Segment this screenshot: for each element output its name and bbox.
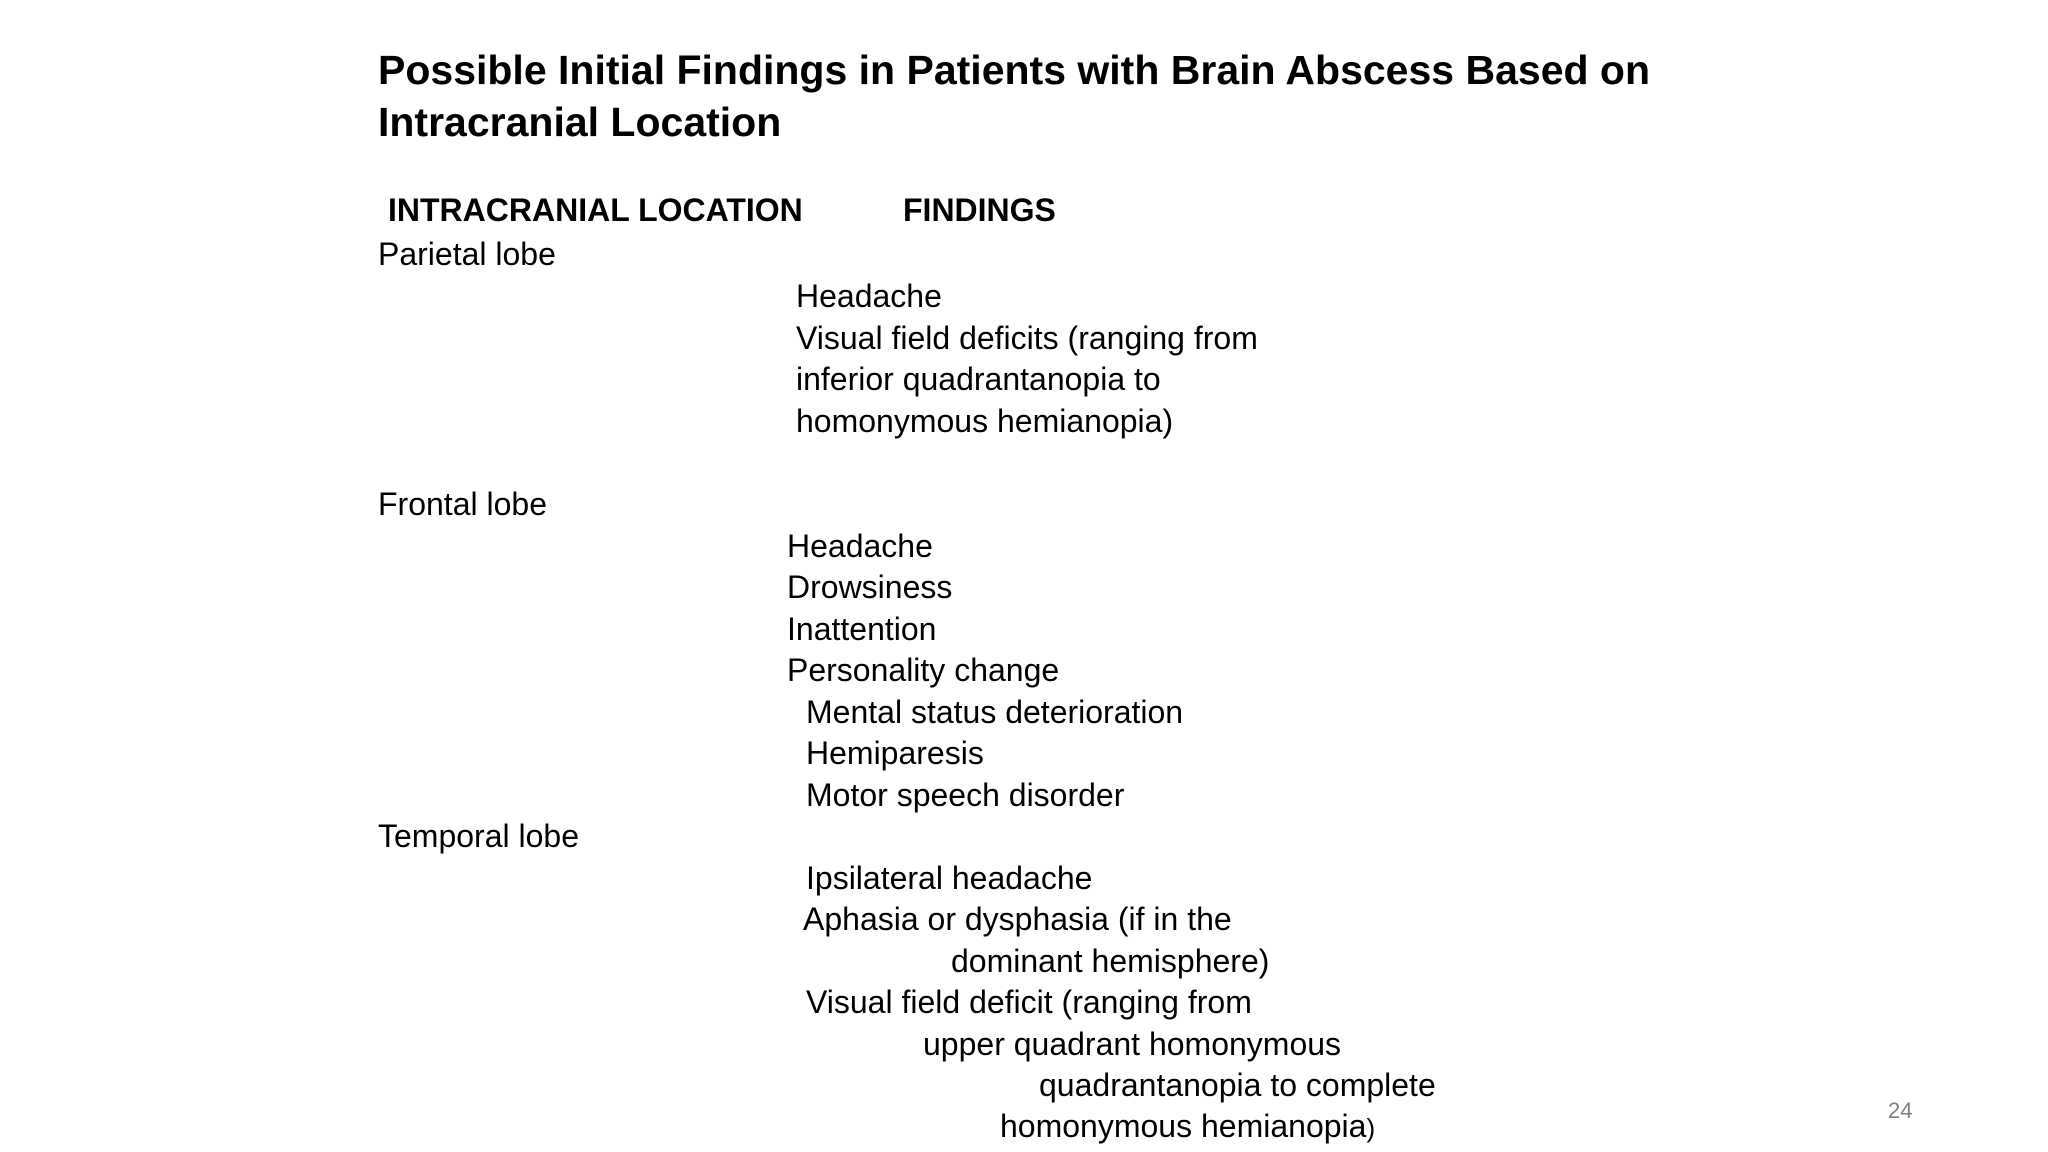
location-parietal-lobe: Parietal lobe	[378, 236, 556, 272]
finding-item: Headache	[787, 528, 933, 564]
finding-text: homonymous hemianopia	[1000, 1108, 1367, 1144]
finding-item: Inattention	[787, 611, 937, 647]
finding-item: Hemiparesis	[806, 735, 984, 771]
finding-item: quadrantanopia to complete	[1039, 1067, 1436, 1103]
finding-item: Visual field deficit (ranging from	[806, 984, 1252, 1020]
slide-title: Possible Initial Findings in Patients wi…	[378, 44, 1798, 148]
page-number: 24	[1888, 1098, 1913, 1123]
header-intracranial-location: INTRACRANIAL LOCATION	[388, 192, 803, 228]
finding-item: Ipsilateral headache	[806, 860, 1093, 896]
finding-item: Visual field deficits (ranging from	[796, 320, 1258, 356]
location-temporal-lobe: Temporal lobe	[378, 818, 579, 854]
location-frontal-lobe: Frontal lobe	[378, 486, 547, 522]
finding-item: Personality change	[787, 652, 1060, 688]
finding-item: homonymous hemianopia)	[1000, 1108, 1375, 1146]
finding-item: Headache	[796, 278, 942, 314]
finding-item: homonymous hemianopia)	[796, 403, 1174, 439]
finding-item: inferior quadrantanopia to	[796, 361, 1161, 397]
finding-item: Drowsiness	[787, 569, 953, 605]
title-line-1: Possible Initial Findings in Patients wi…	[378, 47, 1651, 93]
finding-item: upper quadrant homonymous	[923, 1026, 1342, 1062]
finding-item: Aphasia or dysphasia (if in the	[803, 901, 1232, 937]
finding-item: dominant hemisphere)	[951, 943, 1270, 979]
closing-paren: )	[1366, 1113, 1376, 1143]
title-line-2: Intracranial Location	[378, 99, 782, 145]
header-findings: FINDINGS	[903, 192, 1056, 228]
finding-item: Motor speech disorder	[806, 777, 1125, 813]
finding-item: Mental status deterioration	[806, 694, 1184, 730]
